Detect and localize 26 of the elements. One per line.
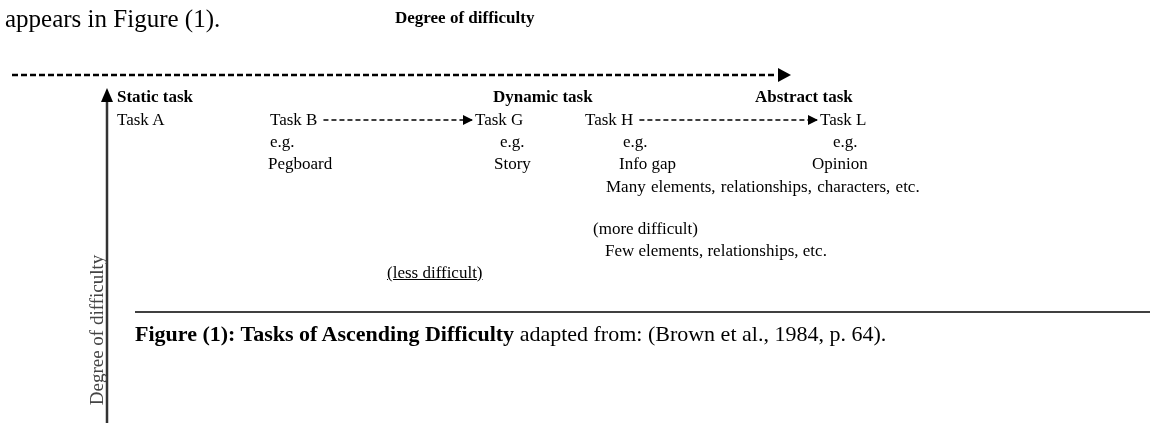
column-heading: Static task <box>117 87 194 107</box>
example-text: Info gap <box>619 154 677 174</box>
task-label: Task G <box>475 110 524 130</box>
arrow <box>322 115 473 125</box>
task-label: Task L <box>820 110 867 130</box>
arrow <box>638 115 818 125</box>
note-text: Many elements, relationships, characters, etc. <box>605 177 921 197</box>
example-label: e.g. <box>270 132 295 152</box>
note-text: (less difficult) <box>387 263 483 283</box>
example-text: Opinion <box>812 154 868 174</box>
example-label: e.g. <box>833 132 858 152</box>
task-label: Task H <box>585 110 634 130</box>
figure-caption: Figure (1): Tasks of Ascending Difficulty adapted from: (Brown et al., 1984, p. 64). <box>135 320 887 348</box>
example-text: Story <box>494 154 531 174</box>
column-heading: Abstract task <box>755 87 853 107</box>
example-label: e.g. <box>623 132 648 152</box>
task-label: Task B <box>270 110 318 130</box>
axis-title: Degree of difficulty <box>395 8 535 28</box>
column-heading: Dynamic task <box>493 87 593 107</box>
intro-text: appears in Figure (1). <box>5 4 221 34</box>
note-text: Few elements, relationships, etc. <box>605 241 827 261</box>
task-label: Task A <box>117 110 165 130</box>
example-text: Pegboard <box>268 154 333 174</box>
axis-title: Degree of difficulty <box>87 254 107 406</box>
note-text: (more difficult) <box>593 219 698 239</box>
example-label: e.g. <box>500 132 525 152</box>
